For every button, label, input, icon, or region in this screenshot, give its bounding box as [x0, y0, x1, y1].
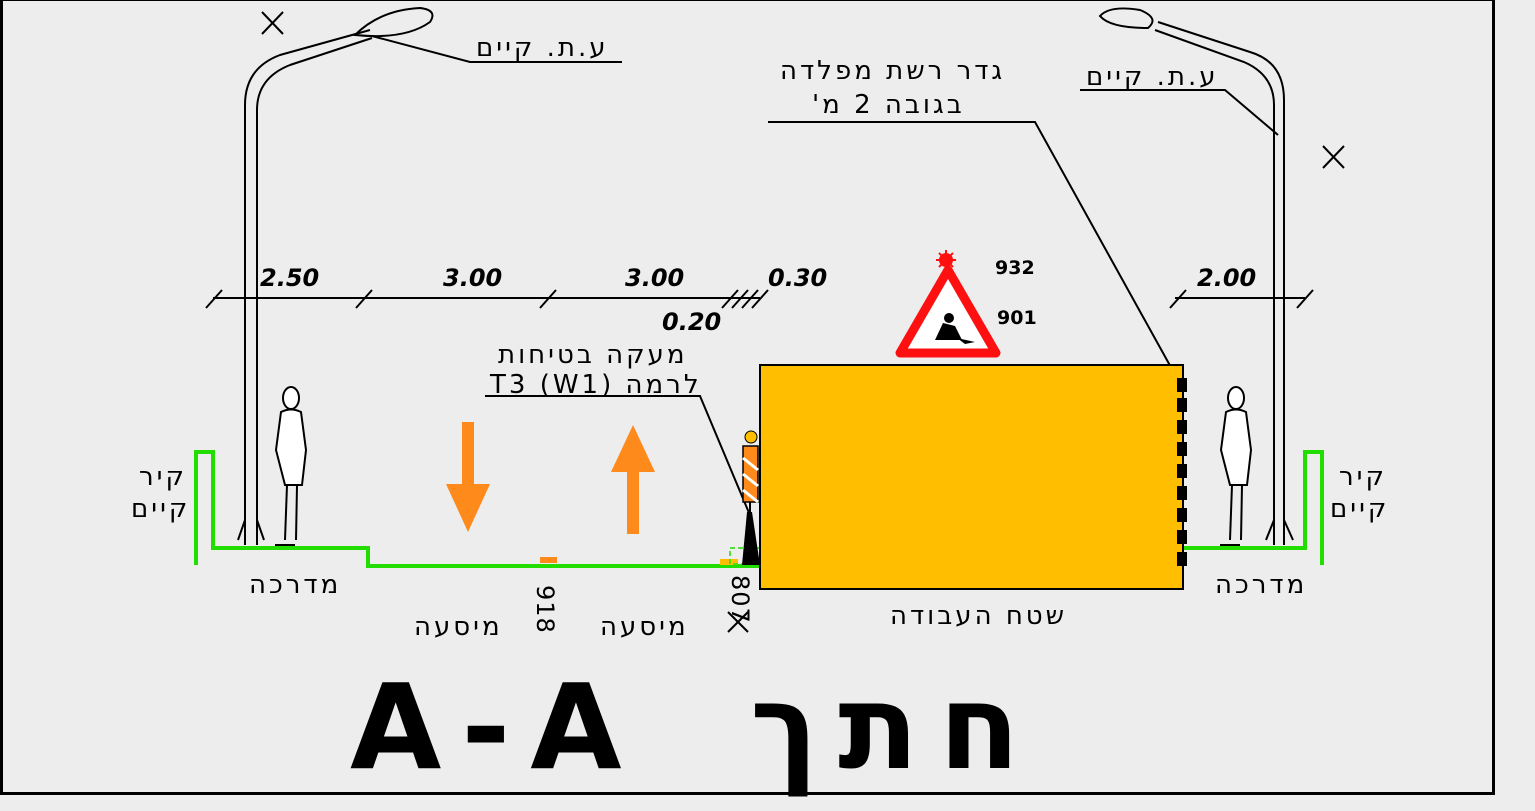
pedestrian-left-icon [274, 386, 308, 546]
barrier-label-line1: מעקה בטיחות [498, 340, 688, 370]
section-title: חתך [750, 658, 1040, 796]
sign-code-932: 932 [995, 257, 1035, 279]
barrier-label-line2: לרמה T3 (W1) [490, 370, 702, 400]
wall-right-label-line1: קיר [1339, 462, 1387, 492]
traffic-arrow-up-icon [611, 425, 655, 534]
light-pole-right [1098, 7, 1345, 545]
light-pole-left-label: ע.ת. קיים [476, 33, 609, 63]
drawing-frame [0, 0, 1495, 795]
work-area-zone [759, 364, 1184, 590]
dimension-sidewalk-left: 2.50 [260, 264, 320, 292]
light-pole-right-label: ע.ת. קיים [1086, 62, 1219, 92]
men-at-work-sign-icon [895, 250, 1001, 358]
fence-label-line2: בגובה 2 מ' [812, 90, 965, 120]
safety-barrier-icon [729, 430, 791, 565]
fence-label-line1: גדר רשת מפלדה [780, 56, 1006, 86]
sidewalk-right-label: מדרכה [1215, 570, 1308, 600]
sign-code-901: 901 [997, 307, 1037, 329]
dimension-sidewalk-right: 2.00 [1197, 264, 1257, 292]
leader-lines [371, 35, 1279, 521]
marking-code-918: 918 [531, 585, 559, 634]
wall-left-label-line1: קיר [139, 462, 187, 492]
sidewalk-left-label: מדרכה [249, 570, 342, 600]
dimension-gap: 0.20 [662, 308, 722, 336]
dimension-line [205, 289, 1314, 309]
wall-right-label-line2: קיים [1330, 494, 1390, 524]
section-code: A-A [350, 658, 642, 796]
work-area-label: שטח העבודה [890, 601, 1068, 631]
light-pole-left [237, 6, 434, 545]
lane-right-label: מיסעה [600, 612, 689, 642]
mesh-fence-icon [1177, 378, 1187, 566]
dimension-lane-2: 3.00 [625, 264, 685, 292]
marking-code-807: 807 [726, 575, 754, 624]
wall-left-label-line2: קיים [131, 494, 191, 524]
traffic-arrow-down-icon [446, 422, 490, 532]
edge-line-marking [720, 559, 738, 565]
pedestrian-right-icon [1219, 386, 1253, 546]
dimension-lane-1: 3.00 [443, 264, 503, 292]
center-line-marking [540, 557, 557, 563]
dimension-barrier: 0.30 [768, 264, 828, 292]
lane-left-label: מיסעה [414, 612, 503, 642]
